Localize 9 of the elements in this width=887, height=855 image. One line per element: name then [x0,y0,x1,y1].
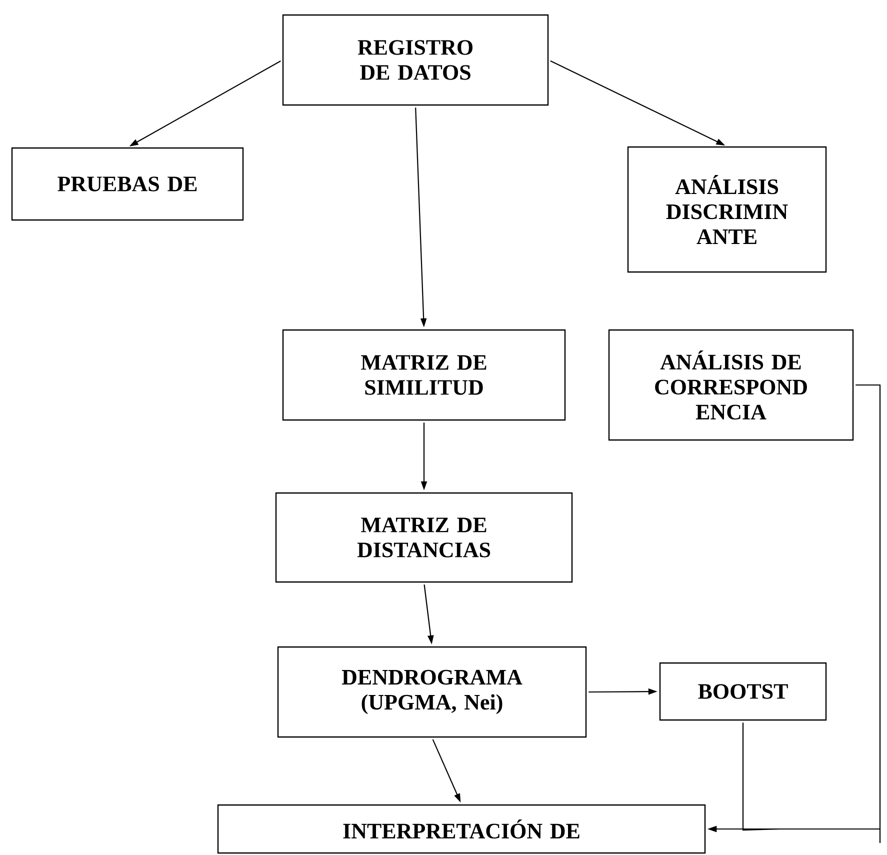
process-box: PRUEBAS DE [11,147,244,221]
process-box: MATRIZ DE SIMILITUD [282,329,566,421]
process-box: ANÁLISIS DE CORRESPOND ENCIA [608,329,854,441]
process-box: ANÁLISIS DISCRIMIN ANTE [627,146,827,273]
process-box: INTERPRETACIÓN DE [217,804,706,854]
process-box: MATRIZ DE DISTANCIAS [275,492,573,583]
process-box: DENDROGRAMA (UPGMA, Nei) [277,646,587,738]
process-box: BOOTST [659,662,827,721]
process-box: REGISTRO DE DATOS [282,14,549,106]
